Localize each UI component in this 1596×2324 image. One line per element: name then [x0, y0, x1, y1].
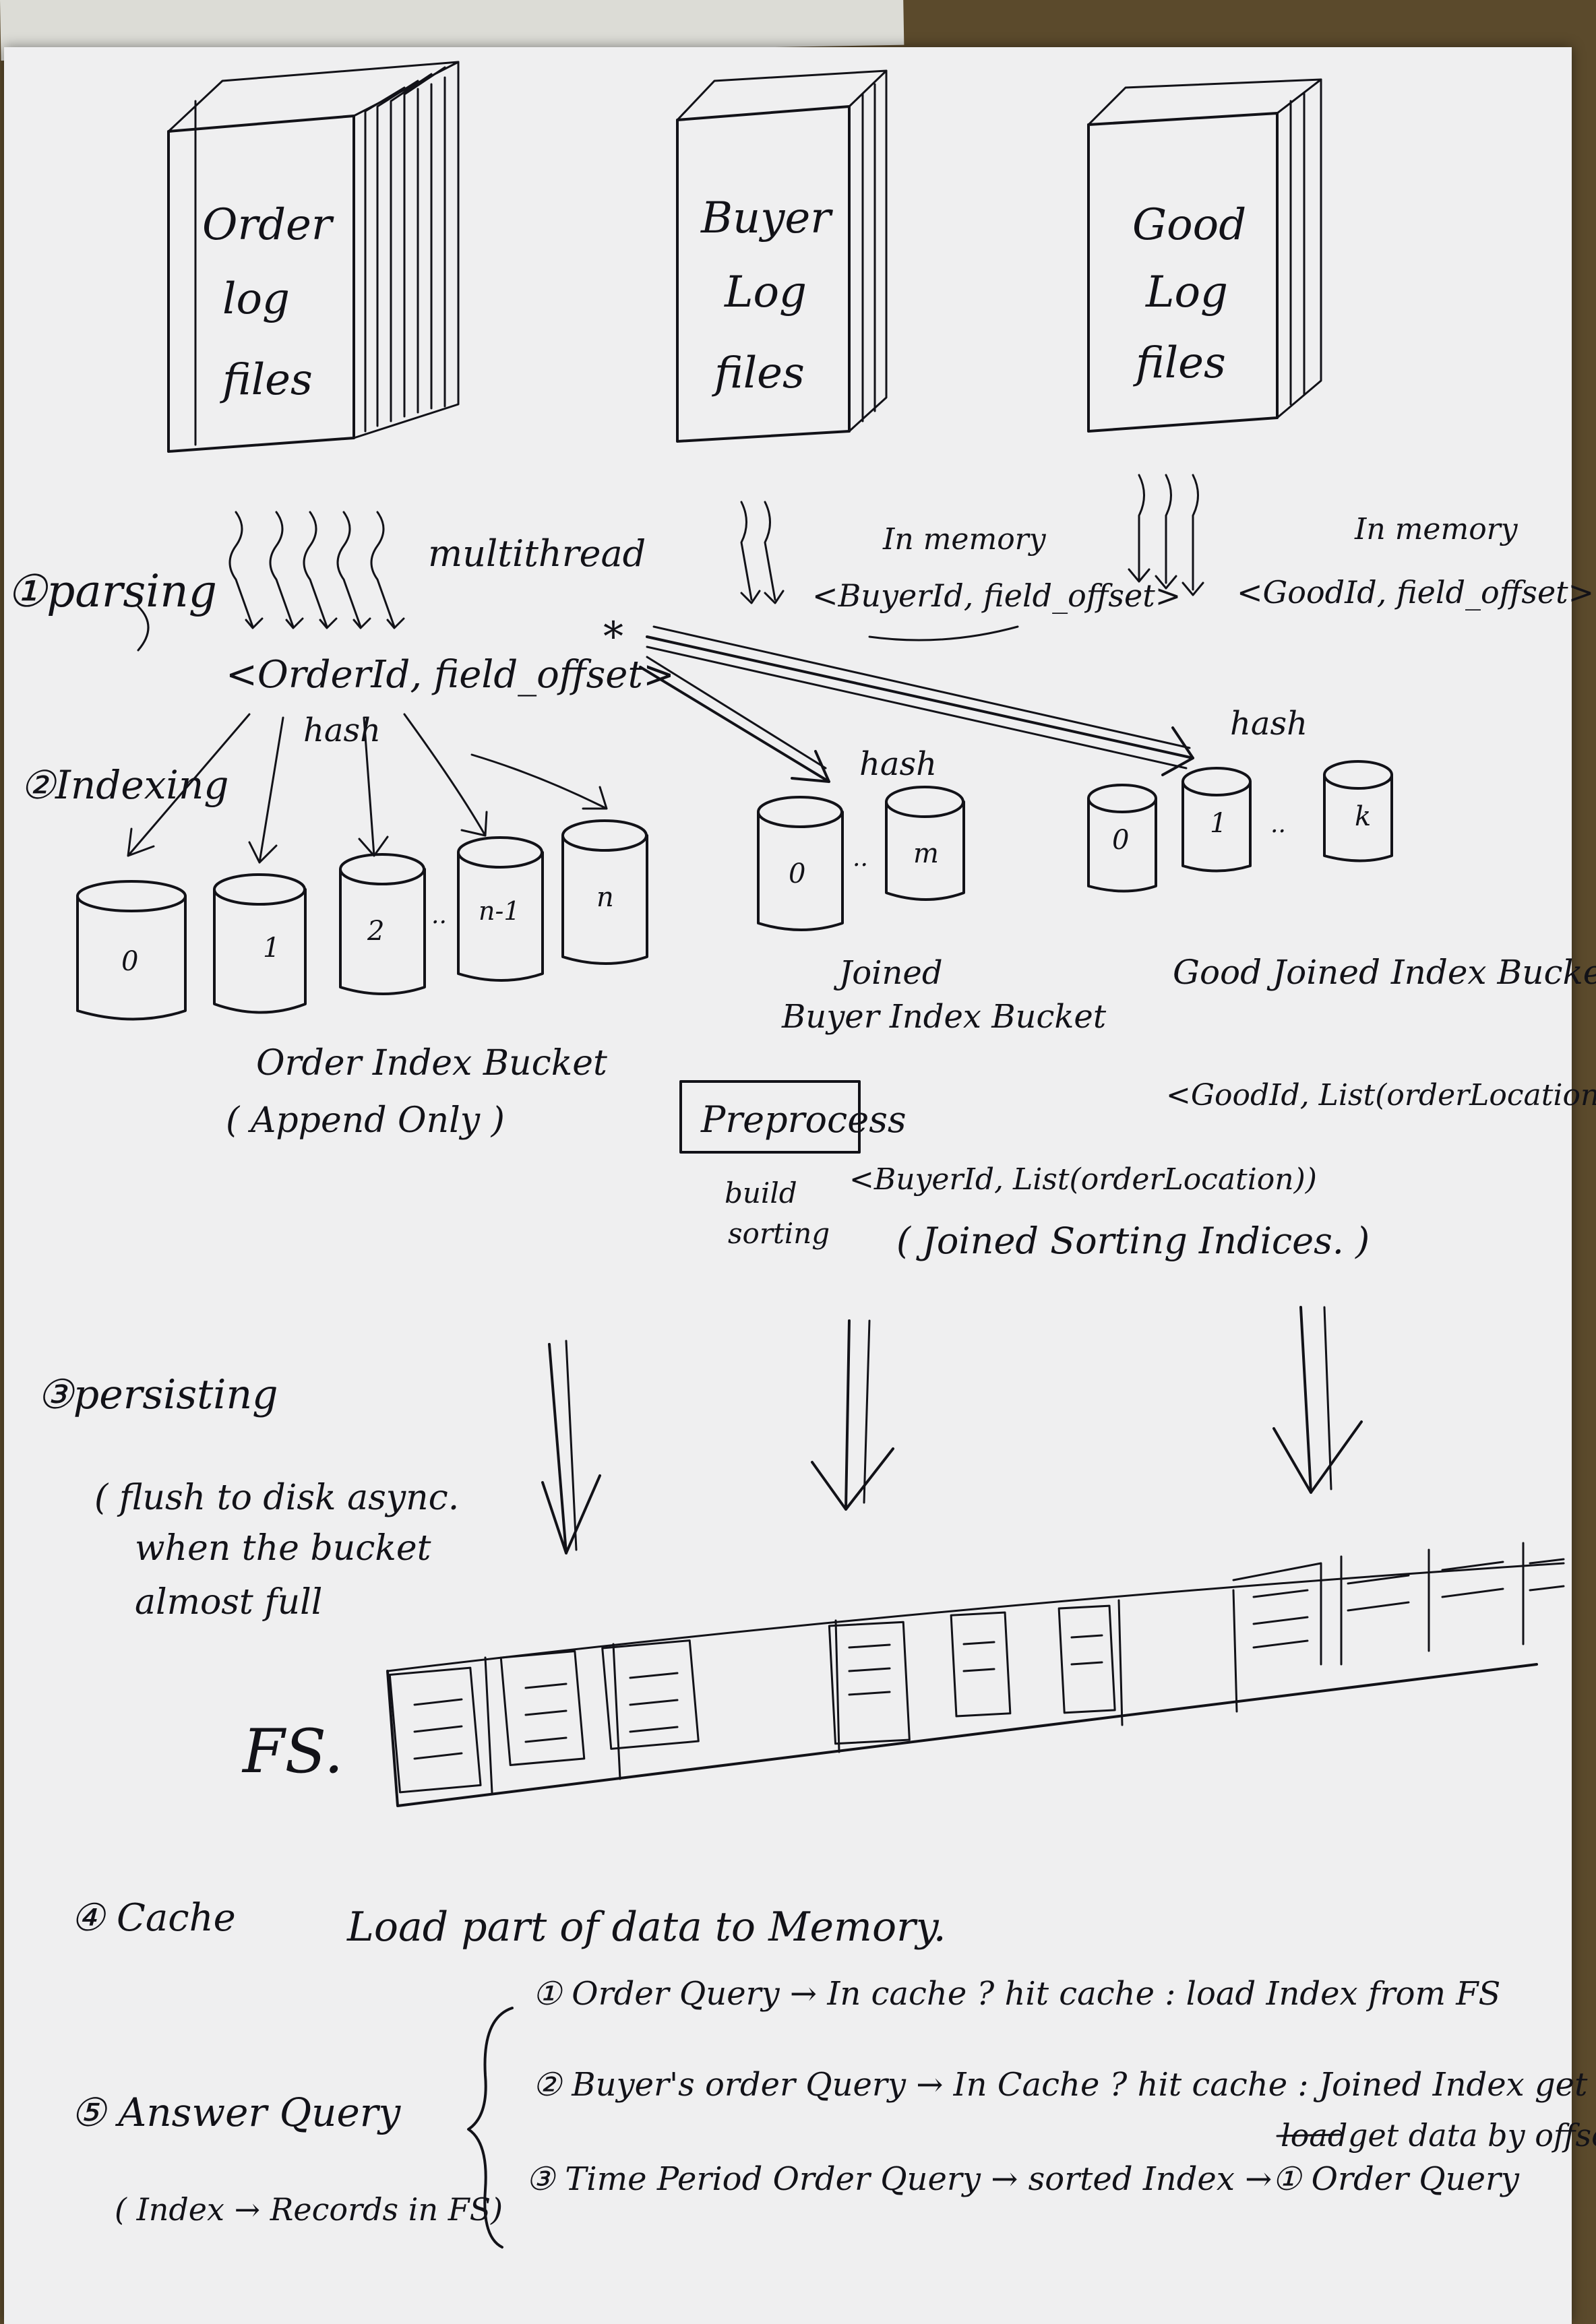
svg-text:Preprocess: Preprocess [700, 1098, 907, 1141]
good-files-line1: Good [1132, 200, 1246, 250]
query-buyer-order-cont: get data by offset [1348, 2117, 1596, 2154]
query-time-period: ③ Time Period Order Query → sorted Index… [526, 2160, 1520, 2198]
good-in-memory-label: In memory [1354, 512, 1518, 546]
order-bucket-n-1: n-1 [479, 896, 520, 926]
persisting-note-3: almost full [135, 1582, 322, 1623]
order-index-buckets: 0 1 2 .. n-1 n [76, 819, 648, 1021]
order-files-line1: Order [202, 200, 334, 250]
buyer-in-memory-label: In memory [882, 522, 1047, 557]
cache-step-label: ④ Cache [71, 1896, 236, 1940]
good-bucket-dots: .. [1270, 811, 1286, 838]
answer-step-label: ⑤ Answer Query [71, 2090, 402, 2135]
good-log-files: Good Log files [1087, 78, 1322, 433]
buyer-bucket-label-joined: Joined [833, 954, 943, 992]
good-files-line3: files [1133, 338, 1226, 388]
good-hash-label: hash [1230, 705, 1308, 743]
buyer-index-buckets: 0 .. m [757, 786, 965, 931]
good-tuple-label: <GoodId, field_offset> [1237, 574, 1594, 610]
query-order: ① Order Query → In cache ? hit cache : l… [532, 1975, 1500, 2013]
buyer-hash-label: hash [859, 745, 937, 783]
order-hash-arrows [127, 713, 608, 864]
order-tuple-label: <OrderId, field_offset> [226, 653, 675, 697]
join-arrows [639, 625, 1194, 783]
order-parse-arrows [228, 511, 405, 629]
buyer-files-line3: files [712, 348, 805, 398]
buyer-list-tuple: <BuyerId, List(orderLocation)) [849, 1162, 1317, 1197]
buyer-parse-arrows [740, 501, 785, 604]
buyer-files-line1: Buyer [700, 193, 833, 243]
star-mark: * [603, 613, 623, 660]
multithread-label: multithread [428, 532, 646, 575]
query-buyer-order: ② Buyer's order Query → In Cache ? hit c… [532, 2066, 1596, 2104]
good-files-line2: Log [1145, 268, 1228, 317]
buyer-bucket-dots: .. [853, 844, 868, 872]
buyer-log-files: Buyer Log files [676, 69, 888, 443]
answer-subtitle: ( Index → Records in FS) [115, 2191, 503, 2228]
paper-sheet [4, 47, 1572, 2324]
order-bucket-1: 1 [263, 933, 280, 964]
flush-arrows [541, 1306, 1363, 1554]
buyer-files-line2: Log [724, 268, 807, 317]
buyer-bucket-label: Buyer Index Bucket [781, 998, 1107, 1036]
buyer-bucket-0: 0 [789, 858, 805, 889]
append-only-label: ( Append Only ) [226, 1100, 505, 1141]
persisting-note-2: when the bucket [135, 1528, 431, 1569]
build-label: build [725, 1176, 797, 1210]
cache-description: Load part of data to Memory. [346, 1904, 946, 1951]
fs-label: FS. [241, 1716, 344, 1787]
order-bucket-0: 0 [121, 946, 138, 977]
good-index-buckets: 0 1 .. k [1087, 760, 1393, 893]
order-bucket-dots: .. [431, 902, 447, 929]
good-bucket-0: 0 [1112, 825, 1129, 856]
order-bucket-n: n [596, 882, 614, 913]
good-list-tuple: <GoodId, List(orderLocation)) [1166, 1078, 1596, 1112]
order-files-line2: log [222, 274, 290, 324]
preprocess-box: Preprocess [679, 1080, 907, 1154]
persisting-note-1: ( flush to disk async. [94, 1478, 459, 1518]
order-files-line3: files [220, 355, 313, 405]
query-brace [467, 2007, 514, 2249]
joined-sorting-indices-label: ( Joined Sorting Indices. ) [896, 1220, 1370, 1262]
order-hash-label: hash [303, 712, 381, 749]
good-parse-arrows [1128, 474, 1204, 596]
sorting-label: sorting [728, 1217, 830, 1250]
order-index-bucket-label: Order Index Bucket [256, 1043, 607, 1084]
buyer-tuple-label: <BuyerId, field_offset> [812, 577, 1181, 614]
order-log-files: Order log files [167, 61, 460, 453]
good-bucket-k: k [1355, 801, 1371, 832]
persisting-step-label: ③persisting [37, 1371, 278, 1418]
indexing-step-label: ②Indexing [20, 762, 228, 808]
parsing-step-label: ①parsing [7, 565, 217, 617]
buyer-bucket-m: m [913, 838, 939, 869]
order-bucket-2: 2 [367, 916, 384, 947]
parsing-underline [137, 605, 150, 652]
good-bucket-label: Good Joined Index Bucket [1173, 953, 1596, 992]
file-system-strip [386, 1542, 1565, 1807]
good-bucket-1: 1 [1210, 808, 1227, 839]
